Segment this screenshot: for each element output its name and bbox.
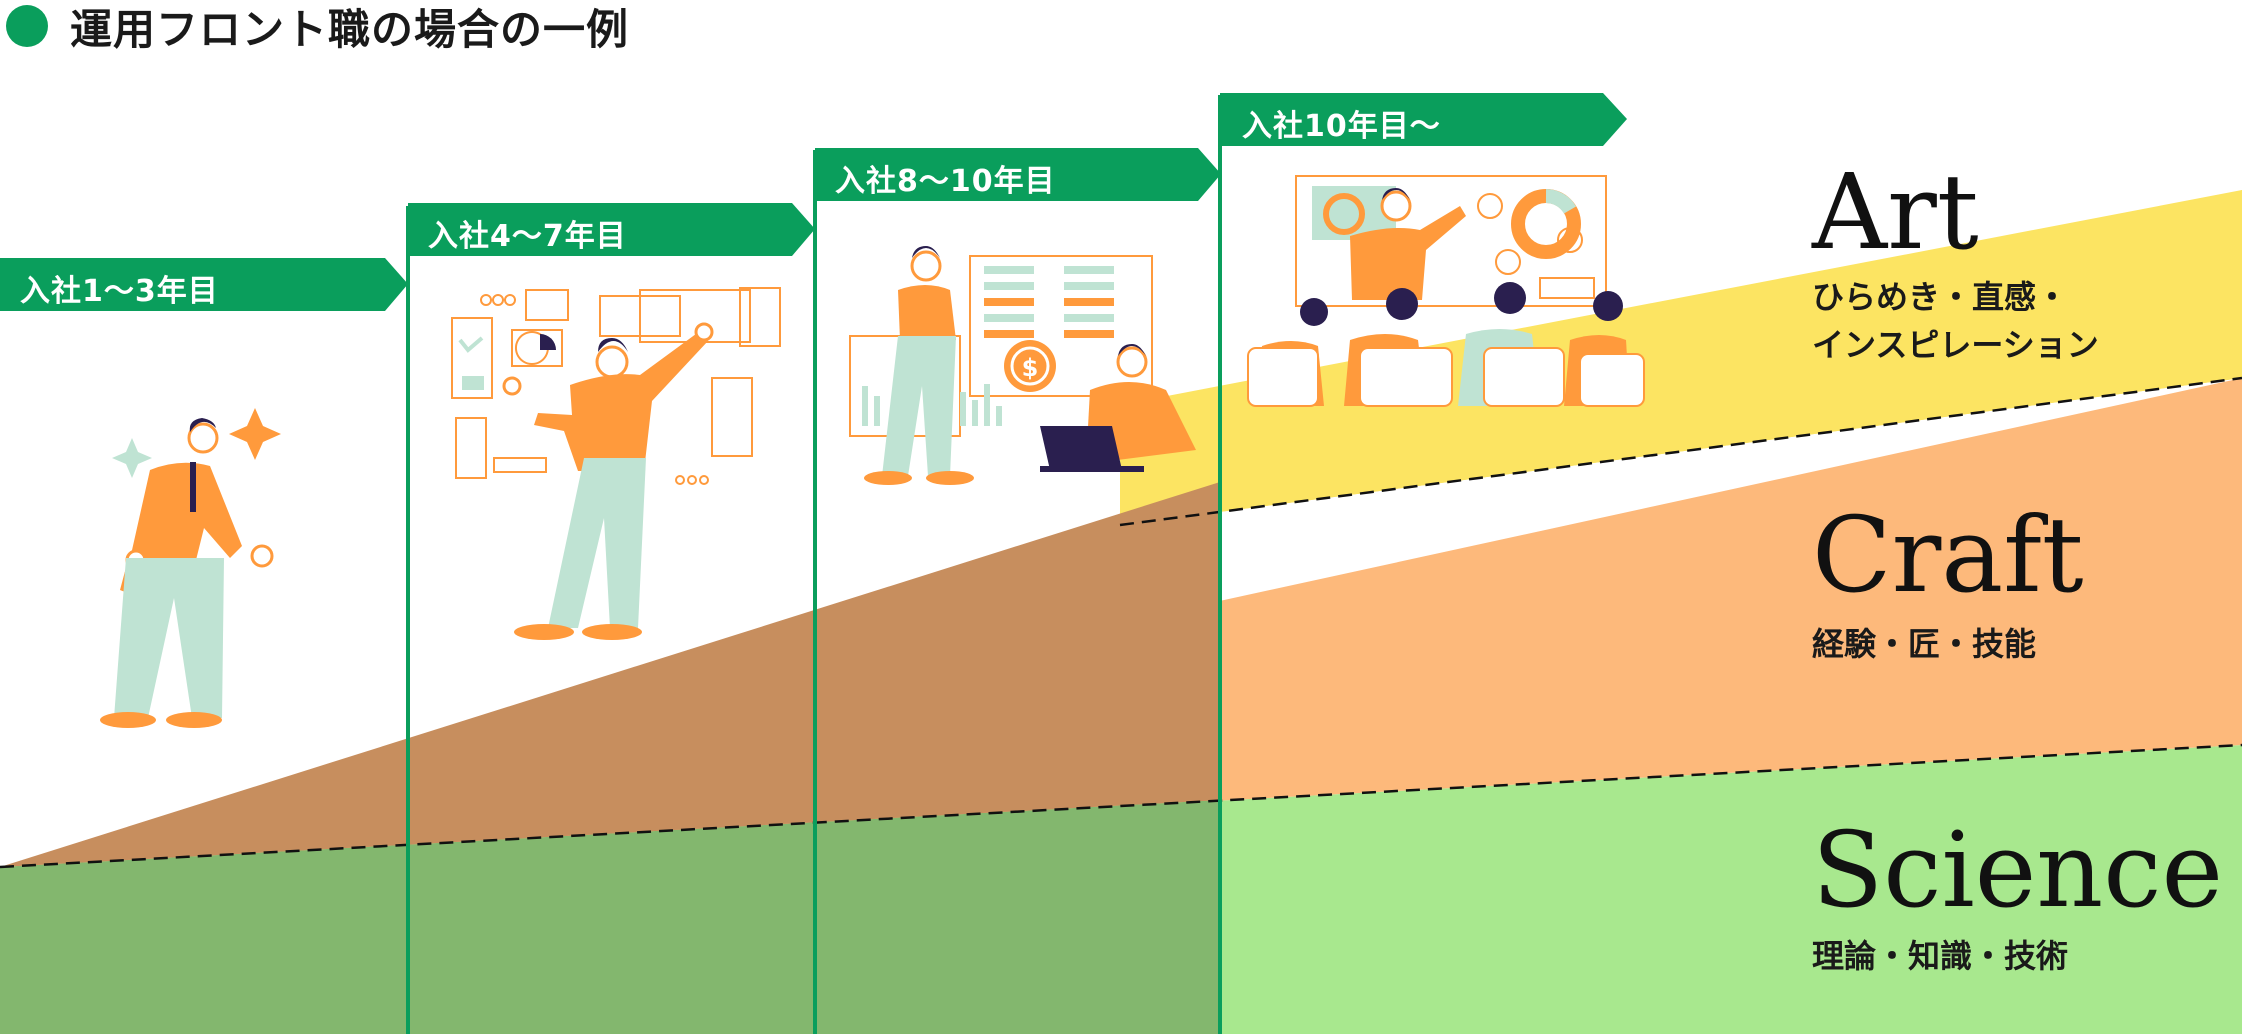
stage-label-2: 入社4～7年目 [428,219,627,254]
stage-banner-2 [408,203,815,256]
craft-shaded [0,482,1220,867]
presenter-figure [502,322,714,640]
art-description-line1: ひらめき・直感・ [1812,278,2069,316]
art-description-line2: インスピレーション [1812,326,2099,364]
science-heading: Science [1812,809,2224,931]
science-craft-boundary [0,743,2242,869]
art-band-lower [1120,190,2242,525]
science-shaded [0,800,1220,1034]
science-description: 理論・知識・技術 [1812,937,2069,975]
stage-label-4: 入社10年目～ [1242,109,1441,144]
stage-banner-1 [0,258,408,311]
stage-banner-4 [1220,93,1627,146]
team-meeting-icon [1247,175,1645,407]
craft-art-boundary [1119,376,2242,527]
bullet-dot-icon [6,5,48,47]
art-shaded [1120,482,1220,525]
diagram-title: 運用フロント職の場合の一例 [6,0,629,54]
stage-banner-3 [815,148,1221,201]
stage-label-1: 入社1～3年目 [20,274,219,309]
craft-heading: Craft [1812,494,2084,616]
svg-text:$: $ [1022,354,1039,382]
person-presenting-icon [451,287,781,485]
stage-label-3: 入社8～10年目 [835,164,1056,199]
craft-description: 経験・匠・技能 [1812,625,2037,663]
person-standing-icon [100,408,281,728]
page-title: 運用フロント職の場合の一例 [70,4,630,54]
art-heading: Art [1812,151,1979,273]
people-working-icon: $ [849,246,1196,485]
